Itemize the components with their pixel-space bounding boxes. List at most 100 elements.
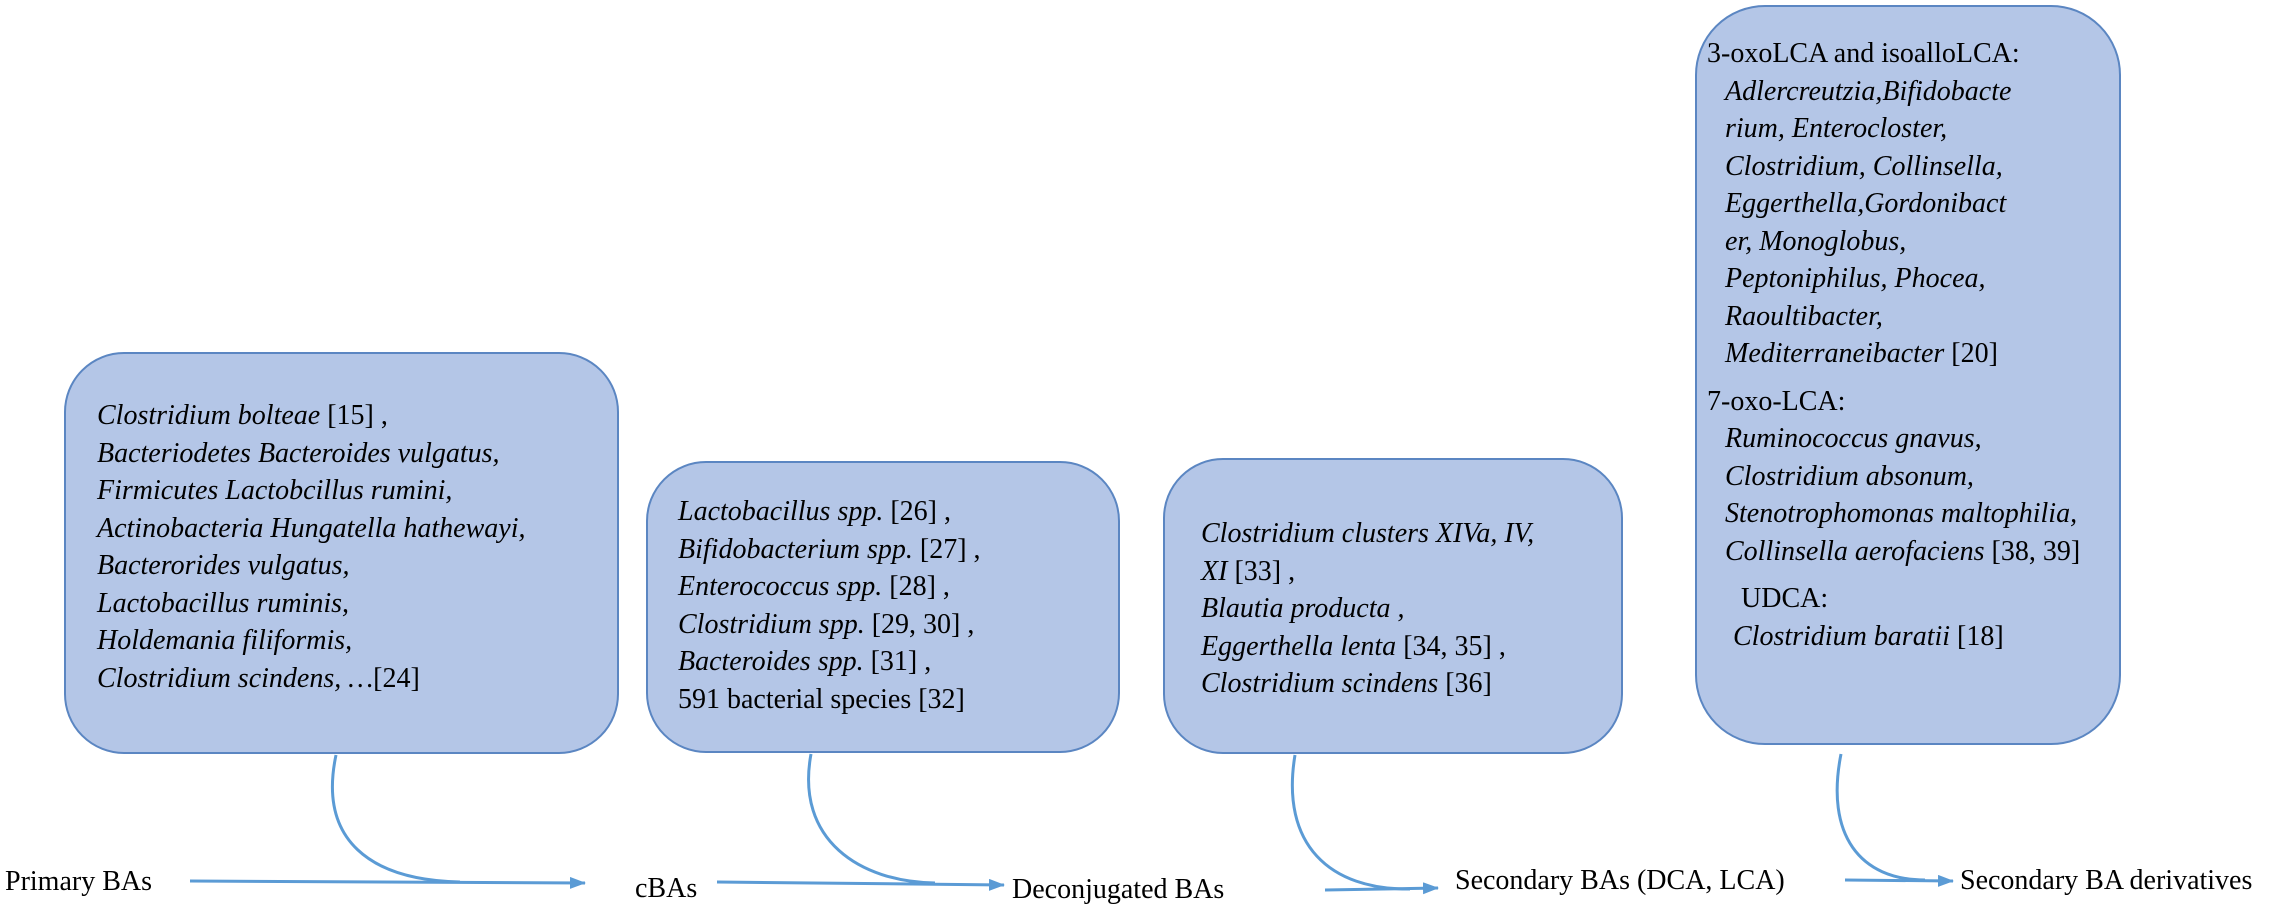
reference-text: [38, 39] (1984, 535, 2081, 567)
species-name: Lactobacillus ruminis, (97, 587, 350, 619)
box-text-line: Stenotrophomonas maltophilia, (1707, 495, 2119, 533)
species-name: Lactobacillus spp. (678, 496, 884, 527)
species-name: Eggerthella lenta (1201, 630, 1397, 662)
species-name: Clostridium scindens, … (97, 662, 374, 694)
species-name: Adlercreutzia,Bifidobacte (1725, 75, 2012, 107)
reference-text: [33] , (1227, 555, 1296, 587)
box-text-line: Eggerthella lenta [34, 35] , (1201, 628, 1621, 666)
reference-text: [15] , (320, 400, 388, 431)
box-text-line: Mediterraneibacter [20] (1707, 335, 2119, 373)
box-text-line: Clostridium absonum, (1707, 458, 2119, 496)
reference-text: [26] , (883, 496, 951, 527)
species-name: Clostridium absonum, (1725, 460, 1974, 492)
label-deconjugated-bas: Deconjugated BAs (1012, 874, 1225, 905)
species-name: Enterococcus spp. (678, 571, 883, 602)
reference-text: [31] , (863, 646, 932, 677)
arrow-cbas-to-deconjugated (716, 878, 1005, 891)
box-text-line: Bacteriodetes Bacteroides vulgatus, (97, 435, 617, 473)
box-text-line: Holdemania filiformis, (97, 622, 617, 660)
group-heading: 3-oxoLCA and isoalloLCA: (1707, 35, 2119, 73)
box-text-line: Clostridium scindens [36] (1201, 665, 1621, 703)
reference-text: [29, 30] , (864, 608, 975, 640)
box-text-line: Clostridium clusters XIVa, IV, (1201, 515, 1621, 553)
box-text-line: Clostridium, Collinsella, (1707, 148, 2119, 186)
box-text-line: Lactobacillus spp. [26] , (678, 493, 1118, 531)
species-name: Bacterorides vulgatus, (97, 550, 350, 581)
box-text-line: Clostridium baratii [18] (1707, 618, 2119, 656)
box-text-line: Eggerthella,Gordonibact (1707, 185, 2119, 223)
species-name: Peptoniphilus, Phocea, (1725, 263, 1986, 294)
species-name: Blautia producta , (1201, 593, 1405, 624)
bacteria-box-primary-to-cbas: Clostridium bolteae [15] ,Bacteriodetes … (64, 352, 619, 754)
curve-box3 (1290, 754, 1411, 891)
box-text-line: Collinsella aerofaciens [38, 39] (1707, 533, 2119, 571)
species-name: Actinobacteria Hungatella hathewayi, (97, 512, 526, 544)
reference-text: 591 bacterial species [32] (678, 683, 965, 715)
box-text-line: er, Monoglobus, (1707, 223, 2119, 261)
box-text-line: Clostridium scindens, …[24] (97, 660, 617, 698)
species-name: Collinsella aerofaciens (1725, 535, 1985, 567)
box-text-line: Ruminococcus gnavus, (1707, 420, 2119, 458)
box-text-line: Enterococcus spp. [28] , (678, 568, 1118, 606)
reference-text: 7-oxo-LCA: (1707, 385, 1846, 417)
species-name: Stenotrophomonas maltophilia, (1725, 498, 2078, 529)
arrow-deconjugated-to-secondary (1324, 882, 1439, 895)
species-name: Bacteriodetes Bacteroides vulgatus, (97, 437, 500, 469)
species-name: rium, Enterocloster, (1725, 113, 1948, 144)
arrow-secondary-to-derivatives (1844, 874, 1954, 887)
box-text-line: Blautia producta , (1201, 590, 1621, 628)
label-cbas: cBAs (635, 873, 698, 904)
reference-text: [28] , (882, 571, 950, 602)
reference-text: UDCA: (1741, 583, 1829, 614)
box-text-line: Firmicutes Lactobcillus rumini, (97, 472, 617, 510)
box-text-line: Raoultibacter, (1707, 298, 2119, 336)
box-text-line: rium, Enterocloster, (1707, 110, 2119, 148)
species-name: Mediterraneibacter (1725, 338, 1945, 369)
bacteria-box-deconjugated-to-secondary: Clostridium clusters XIVa, IV,XI [33] ,B… (1163, 458, 1623, 754)
box-text-line: Actinobacteria Hungatella hathewayi, (97, 510, 617, 548)
species-name: Bifidobacterium spp. (678, 533, 913, 565)
species-name: Clostridium clusters XIVa, IV, (1201, 518, 1535, 549)
species-name: Clostridium baratii (1733, 620, 1951, 652)
species-name: Clostridium scindens (1201, 668, 1439, 699)
label-primary-bas: Primary BAs (5, 866, 152, 897)
bacteria-box-cbas-to-deconjugated: Lactobacillus spp. [26] ,Bifidobacterium… (646, 461, 1120, 753)
box-text-line: Bifidobacterium spp. [27] , (678, 531, 1118, 569)
curve-box1 (330, 754, 461, 884)
reference-text: [36] (1438, 668, 1492, 699)
species-name: Clostridium bolteae (97, 400, 321, 431)
species-name: Clostridium, Collinsella, (1725, 150, 2003, 182)
curve-box4 (1835, 753, 1926, 882)
box-text-line: Clostridium spp. [29, 30] , (678, 606, 1118, 644)
reference-text: [34, 35] , (1396, 630, 1506, 662)
species-name: Ruminococcus gnavus, (1725, 423, 1982, 454)
reference-text: 3-oxoLCA and isoalloLCA: (1707, 38, 2020, 69)
species-name: Raoultibacter, (1725, 300, 1883, 332)
reference-text: [27] , (912, 533, 981, 565)
label-secondary-ba-derivatives: Secondary BA derivatives (1960, 865, 2253, 896)
box-text-line: Bacteroides spp. [31] , (678, 643, 1118, 681)
box-text-line: Lactobacillus ruminis, (97, 585, 617, 623)
reference-text: [20] (1944, 338, 1998, 369)
species-name: Eggerthella,Gordonibact (1725, 188, 2007, 219)
box-text-line: Clostridium bolteae [15] , (97, 397, 617, 435)
curve-box2 (807, 753, 936, 885)
species-name: Holdemania filiformis, (97, 625, 353, 656)
reference-text: [24] (373, 662, 420, 694)
group-heading: 7-oxo-LCA: (1707, 383, 2119, 421)
box-text-line: Bacterorides vulgatus, (97, 547, 617, 585)
species-name: Firmicutes Lactobcillus rumini, (97, 475, 453, 506)
reference-text: [18] (1950, 620, 2004, 652)
species-name: Clostridium spp. (678, 608, 865, 640)
label-secondary-bas: Secondary BAs (DCA, LCA) (1455, 865, 1785, 896)
box-text-line: Peptoniphilus, Phocea, (1707, 260, 2119, 298)
box-text-line: 591 bacterial species [32] (678, 681, 1118, 719)
arrow-primary-to-cbas (189, 876, 586, 889)
box-text-line: Adlercreutzia,Bifidobacte (1707, 73, 2119, 111)
species-name: XI (1201, 555, 1228, 587)
box-text-line: XI [33] , (1201, 553, 1621, 591)
bacteria-box-secondary-to-derivatives: 3-oxoLCA and isoalloLCA: Adlercreutzia,Bi… (1695, 5, 2121, 745)
group-heading: UDCA: (1707, 580, 2119, 618)
species-name: er, Monoglobus, (1725, 225, 1907, 257)
